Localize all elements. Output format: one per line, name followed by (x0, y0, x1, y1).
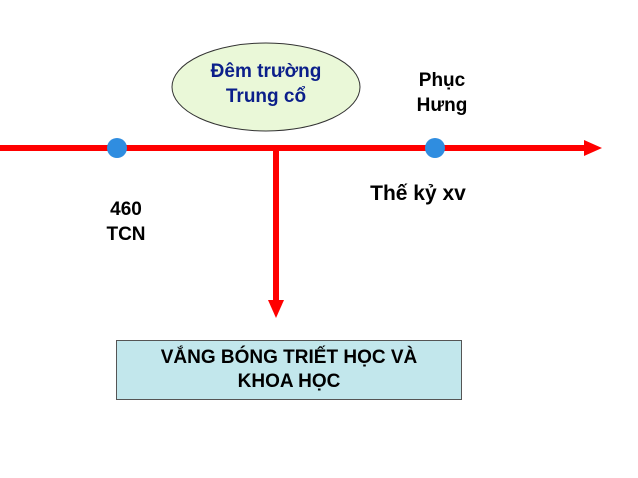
timeline-point-phuc-hung (425, 138, 445, 158)
result-box-line2: KHOA HỌC (237, 371, 341, 392)
renaissance-label-line1: Phục (418, 70, 466, 91)
start-year-label: 460 TCN (94, 198, 158, 247)
middle-ages-label-line1: Đêm trường (210, 61, 322, 82)
start-year-label-line2: TCN (106, 223, 146, 245)
result-box-line1: VẮNG BÓNG TRIẾT HỌC VÀ (160, 347, 418, 369)
middle-ages-label: Đêm trường Trung cổ (182, 60, 350, 109)
timeline-point-460tcn (107, 138, 127, 158)
renaissance-label: Phục Hưng (392, 69, 492, 118)
middle-ages-ellipse (171, 42, 361, 132)
result-box: VẮNG BÓNG TRIẾT HỌC VÀ KHOA HỌC (116, 340, 462, 400)
start-year-label-line1: 460 (110, 199, 142, 220)
branch-arrowhead (268, 300, 284, 318)
timeline-arrowhead (584, 140, 602, 156)
century-label: Thế kỷ xv (370, 182, 466, 205)
renaissance-label-line2: Hưng (416, 94, 468, 116)
middle-ages-label-line2: Trung cổ (225, 85, 307, 107)
